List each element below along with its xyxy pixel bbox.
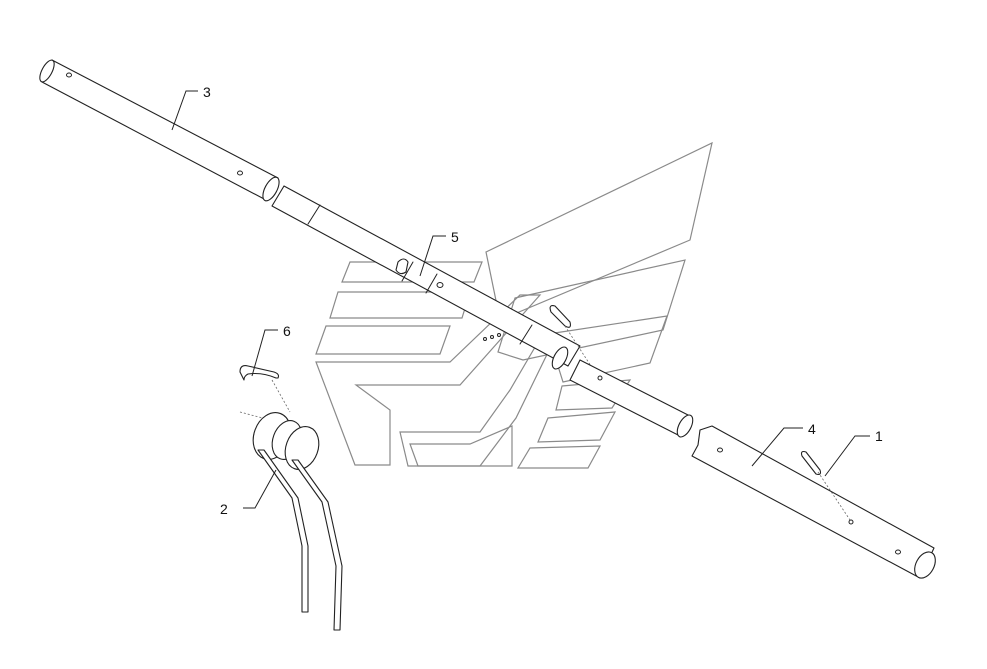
spring-tine-part-2 (239, 411, 343, 631)
callout-2: 2 (220, 501, 228, 517)
tube-middle (569, 359, 694, 438)
pin-part-5 (395, 258, 409, 275)
callout-labels: 3 5 6 2 4 1 (203, 84, 883, 517)
callout-6: 6 (283, 323, 291, 339)
bent-pin-part-6 (239, 365, 291, 413)
callout-4: 4 (808, 421, 816, 437)
callout-1: 1 (875, 428, 883, 444)
callout-3: 3 (203, 84, 211, 100)
leader-4 (751, 427, 803, 467)
watermark-logo (315, 141, 713, 469)
leader-2 (243, 469, 277, 509)
callout-5: 5 (451, 229, 459, 245)
tube-upper-part-3 (39, 59, 280, 202)
leader-1 (824, 435, 870, 477)
leader-3 (171, 90, 198, 131)
leader-5 (419, 235, 446, 277)
leader-6 (251, 329, 278, 377)
tube-lower-part-4 (691, 425, 936, 579)
callout-leaders (171, 90, 870, 509)
central-shaft (271, 185, 581, 370)
pin-part-1 (800, 450, 854, 525)
